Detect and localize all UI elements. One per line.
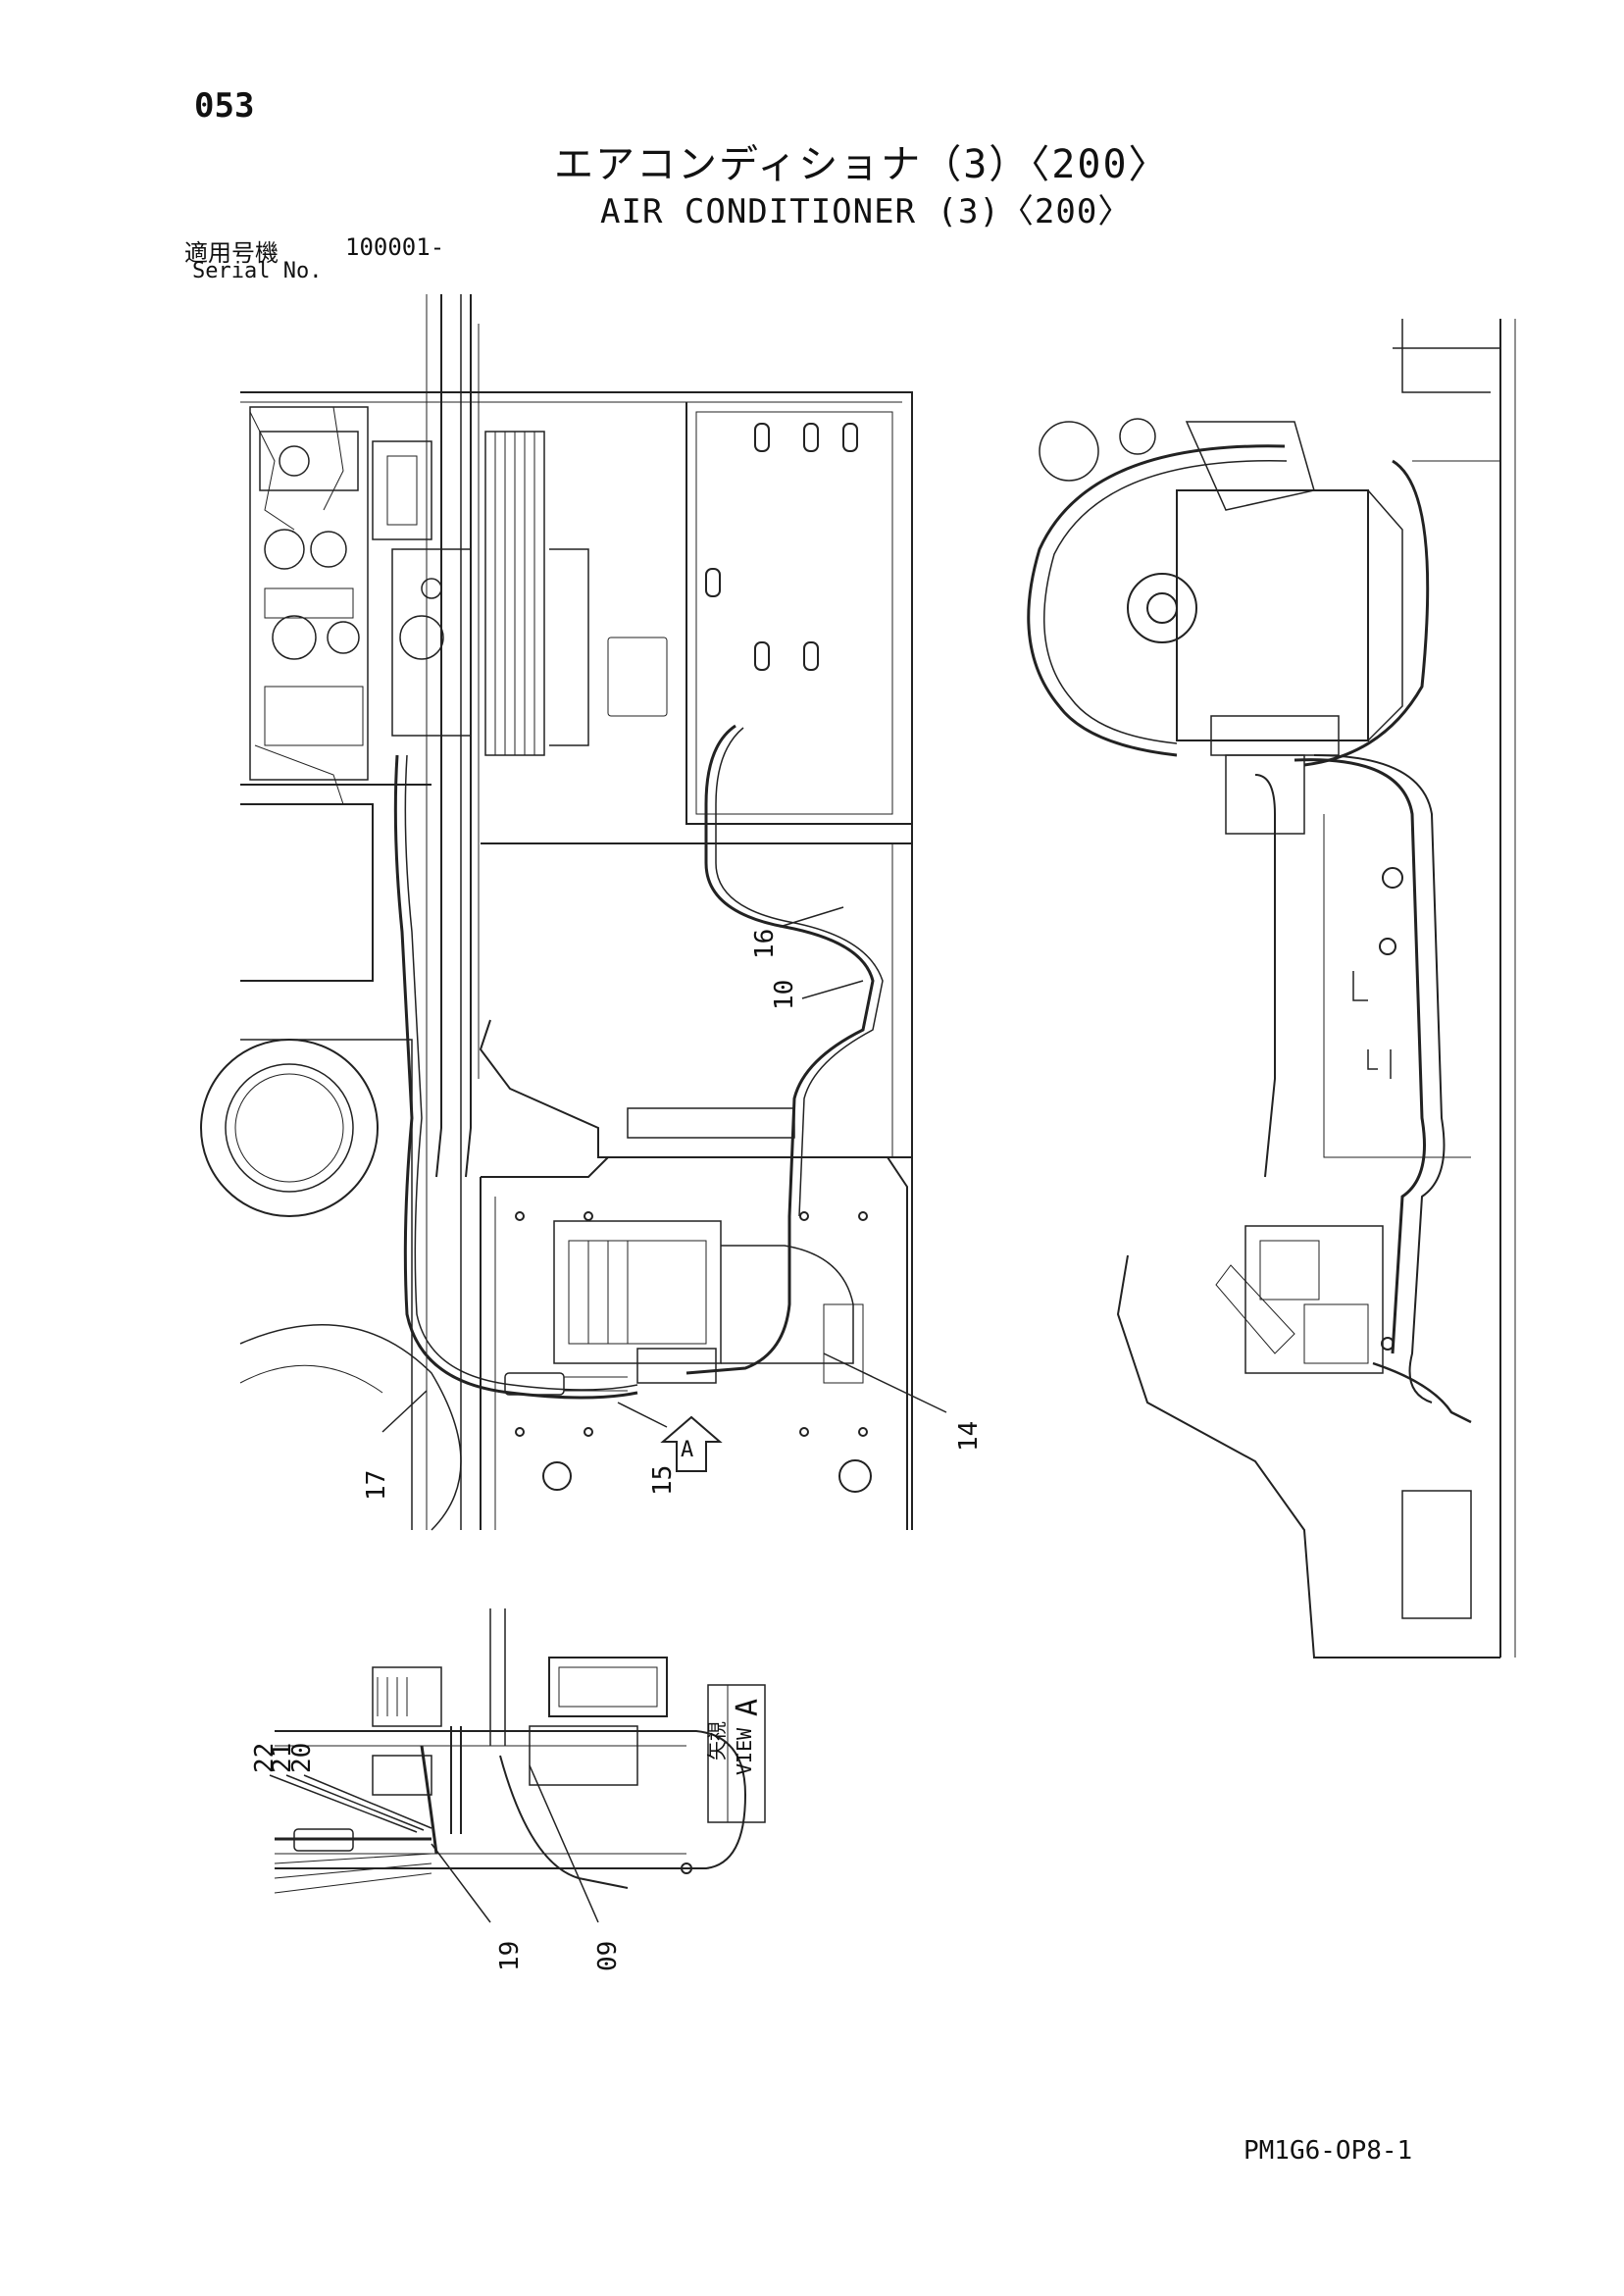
title-japanese: エアコンディショナ（3）〈200〉 (554, 142, 1170, 187)
view-a-detail (274, 1608, 766, 1894)
callout-09: 09 (593, 1941, 623, 1971)
main-view: A (200, 294, 913, 1531)
view-a-letter: A (731, 1699, 765, 1716)
arrow-a-letter: A (681, 1438, 693, 1462)
callout-21: 21 (268, 1743, 297, 1773)
callout-22: 22 (250, 1743, 279, 1773)
drawing-code: PM1G6-OP8-1 (1243, 2136, 1413, 2166)
page-number: 053 (194, 86, 255, 126)
serial-value: 100001- (345, 233, 445, 261)
serial-label-english: Serial No. (192, 259, 323, 283)
callout-17: 17 (362, 1470, 391, 1501)
title-english: AIR CONDITIONER (3)〈200〉 (600, 192, 1133, 231)
callout-10: 10 (770, 980, 799, 1010)
side-view (1027, 319, 1516, 1658)
callout-16: 16 (750, 929, 780, 959)
view-a-kanji: 矢視 (705, 1721, 729, 1760)
view-a-leaders (269, 1764, 599, 1923)
callout-15: 15 (648, 1465, 678, 1496)
main-view-leaders (381, 906, 947, 1433)
view-a-text: VIEW (733, 1727, 756, 1775)
callout-20: 20 (287, 1743, 317, 1773)
serial-label-japanese: 適用号機 (184, 239, 279, 267)
callout-19: 19 (495, 1941, 525, 1971)
callout-14: 14 (954, 1421, 984, 1452)
